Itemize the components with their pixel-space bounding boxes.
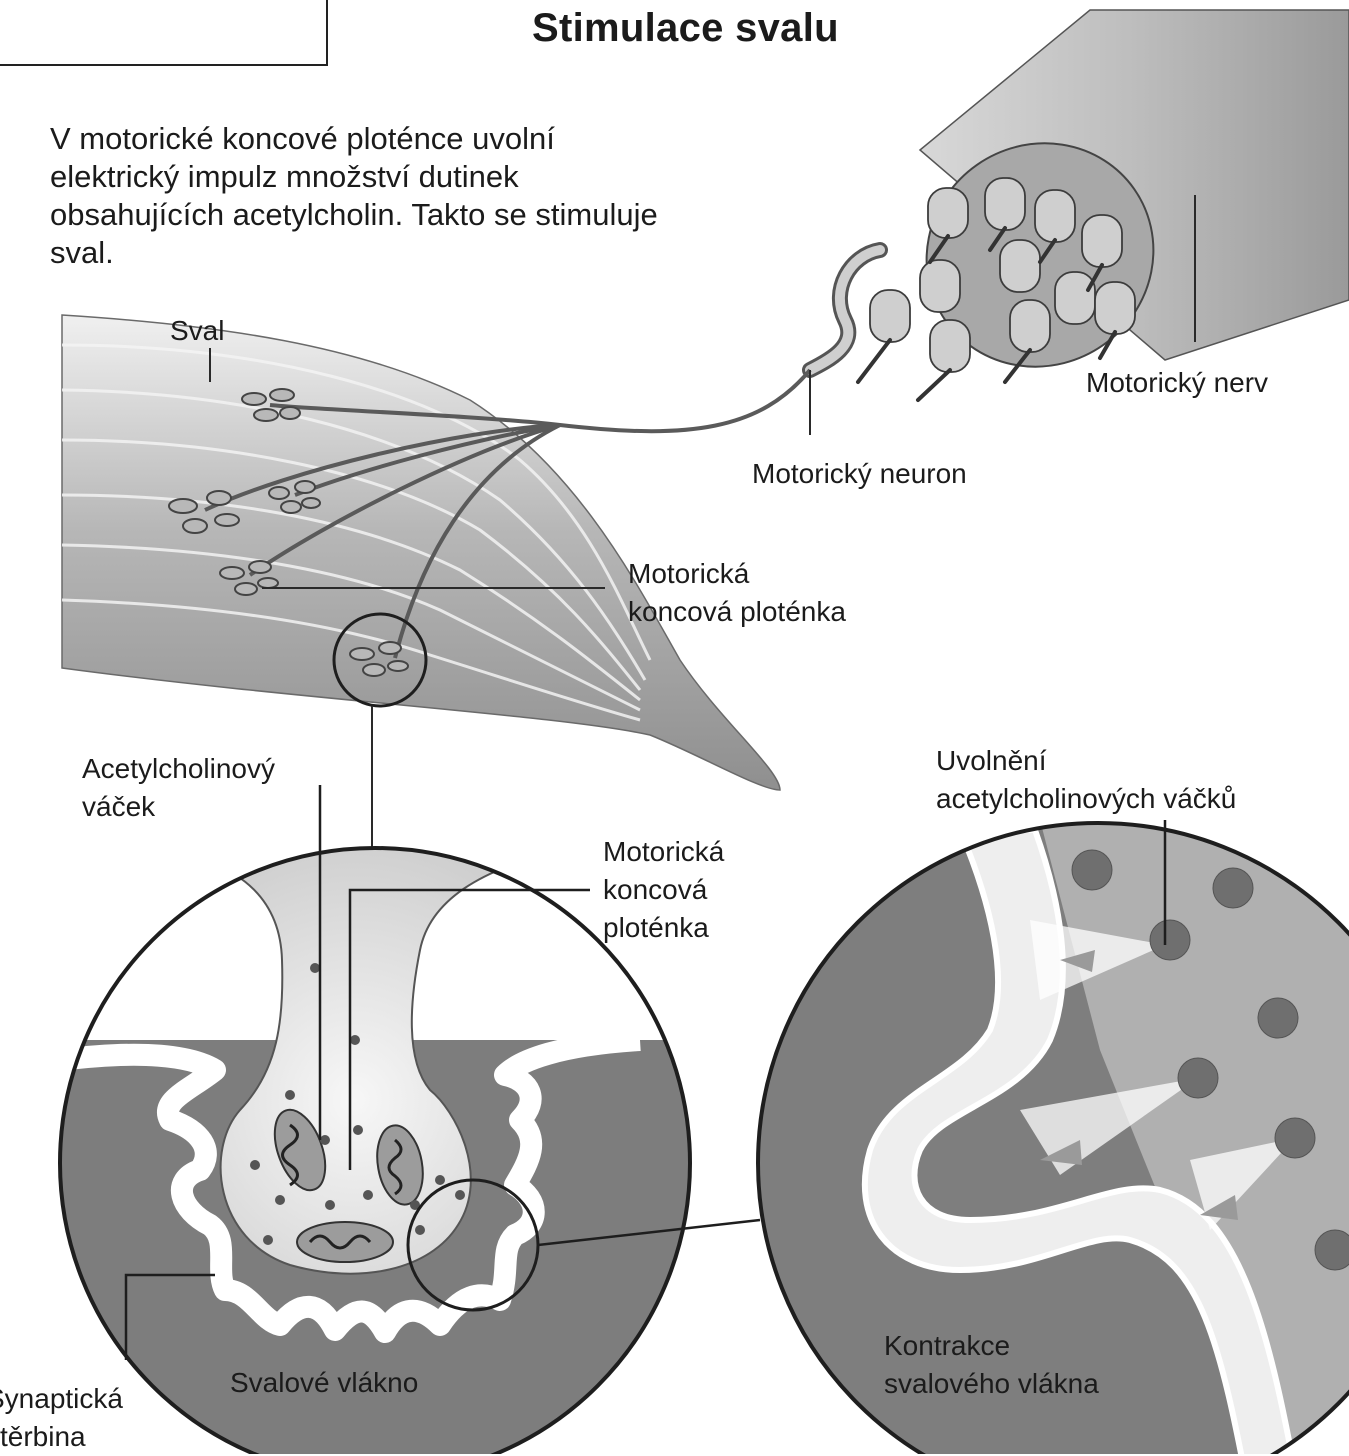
label-motoricky-nerv: Motorický nerv xyxy=(1086,364,1268,402)
label-motoricky-neuron: Motorický neuron xyxy=(752,455,967,493)
page-title: Stimulace svalu xyxy=(532,6,839,51)
label-svalove-vlakno: Svalové vlákno xyxy=(230,1364,418,1402)
label-sval: Sval xyxy=(170,312,224,350)
label-motoricka-plotenka-circle: Motorická koncová ploténka xyxy=(603,833,724,947)
motor-nerve xyxy=(810,10,1349,411)
intro-text: V motorické koncové ploténce uvolní elek… xyxy=(50,120,690,272)
label-motoricka-plotenka-top: Motorická koncová ploténka xyxy=(628,555,846,631)
label-acetylcholinovy-vacek: Acetylcholinový váček xyxy=(82,750,275,826)
muscle xyxy=(62,315,810,790)
label-synapticka-sterbina: Synaptická štěrbina xyxy=(0,1380,123,1456)
label-uvolneni: Uvolnění acetylcholinových váčků xyxy=(936,742,1236,818)
label-kontrakce: Kontrakce svalového vlákna xyxy=(884,1327,1099,1403)
